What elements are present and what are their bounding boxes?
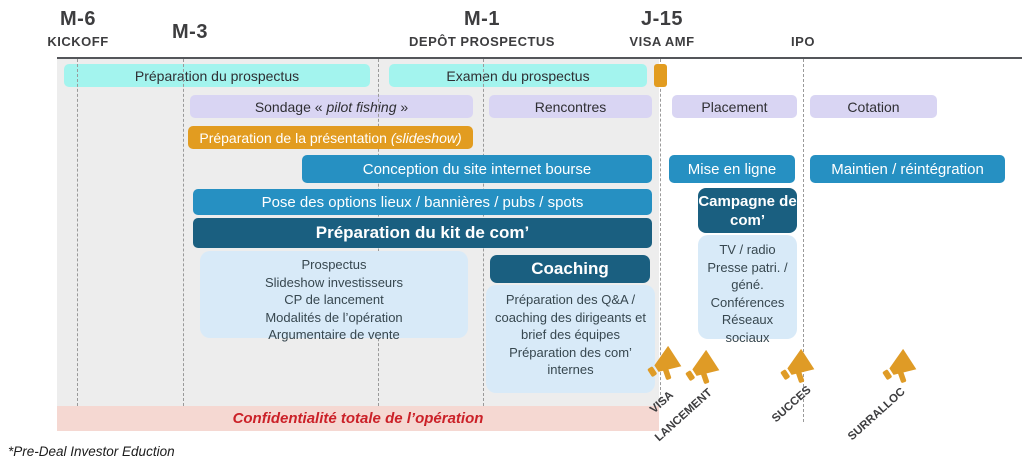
bar-preparation-presentation: Préparation de la présentation (slidesho…	[188, 126, 473, 149]
milestone-ipo-sublabel: IPO	[791, 34, 815, 49]
bar-sondage-pilot-fishing: Sondage « pilot fishing »	[190, 95, 473, 118]
gridline-m6	[77, 59, 78, 406]
bar-coaching: Coaching	[490, 255, 650, 283]
bar-examen-prospectus: Examen du prospectus	[389, 64, 647, 87]
milestone-m6: M-6 KICKOFF	[47, 8, 108, 49]
event-label-surralloc: SURRALLOC	[845, 385, 908, 443]
presentation-text: Préparation de la présentation	[199, 129, 391, 146]
milestone-m6-label: M-6	[60, 8, 96, 30]
footnote: *Pre-Deal Investor Eduction	[8, 444, 175, 459]
milestone-m3: M-3	[172, 21, 208, 44]
bar-rencontres: Rencontres	[489, 95, 652, 118]
megaphone-icon	[647, 346, 682, 380]
sondage-italic: pilot fishing	[326, 98, 397, 115]
bar-mise-en-ligne: Mise en ligne	[669, 155, 795, 183]
gridline-ipo	[803, 59, 804, 422]
bar-pose-options: Pose des options lieux / bannières / pub…	[193, 189, 652, 215]
confidentiality-banner: Confidentialité totale de l’opération	[57, 406, 659, 431]
milestone-j15-label: J-15	[640, 8, 684, 30]
megaphone-icon	[780, 349, 815, 383]
milestone-j15: J-15 VISA AMF	[629, 8, 694, 49]
sondage-prefix: Sondage «	[254, 98, 327, 115]
milestone-m1-label: M-1	[464, 8, 500, 30]
coaching-items: Préparation des Q&A / coaching des dirig…	[486, 285, 655, 393]
milestone-m6-sublabel: KICKOFF	[47, 34, 109, 49]
megaphone-icon	[882, 349, 917, 383]
sondage-suffix: »	[396, 98, 409, 115]
kit-de-com-items: Prospectus Slideshow investisseurs CP de…	[200, 251, 468, 342]
bar-conception-site: Conception du site internet bourse	[302, 155, 652, 183]
bar-kit-de-com: Préparation du kit de com’	[193, 218, 652, 248]
milestone-m1: M-1 DEPÔT PROSPECTUS	[409, 8, 555, 49]
milestone-m1-sublabel: DEPÔT PROSPECTUS	[409, 34, 555, 49]
bar-preparation-prospectus: Préparation du prospectus	[64, 64, 370, 87]
bar-placement: Placement	[672, 95, 797, 118]
timeline-top-rule	[57, 57, 1022, 59]
bar-campagne-de-com: Campagne de com’	[698, 188, 797, 233]
gridline-m3	[183, 59, 184, 406]
bar-maintien-reintegration: Maintien / réintégration	[810, 155, 1005, 183]
visa-marker	[654, 64, 667, 87]
milestone-j15-sublabel: VISA AMF	[629, 34, 695, 49]
confidentiality-banner-text: Confidentialité totale de l’opération	[232, 410, 484, 427]
presentation-italic: (slideshow)	[390, 129, 462, 146]
milestone-m3-label: M-3	[172, 21, 208, 43]
milestone-ipo: IPO	[791, 31, 815, 49]
megaphone-icon	[685, 350, 720, 384]
campagne-items: TV / radio Presse patri. / géné. Confére…	[698, 235, 797, 345]
gridline-j15	[660, 59, 661, 400]
bar-cotation: Cotation	[810, 95, 937, 118]
